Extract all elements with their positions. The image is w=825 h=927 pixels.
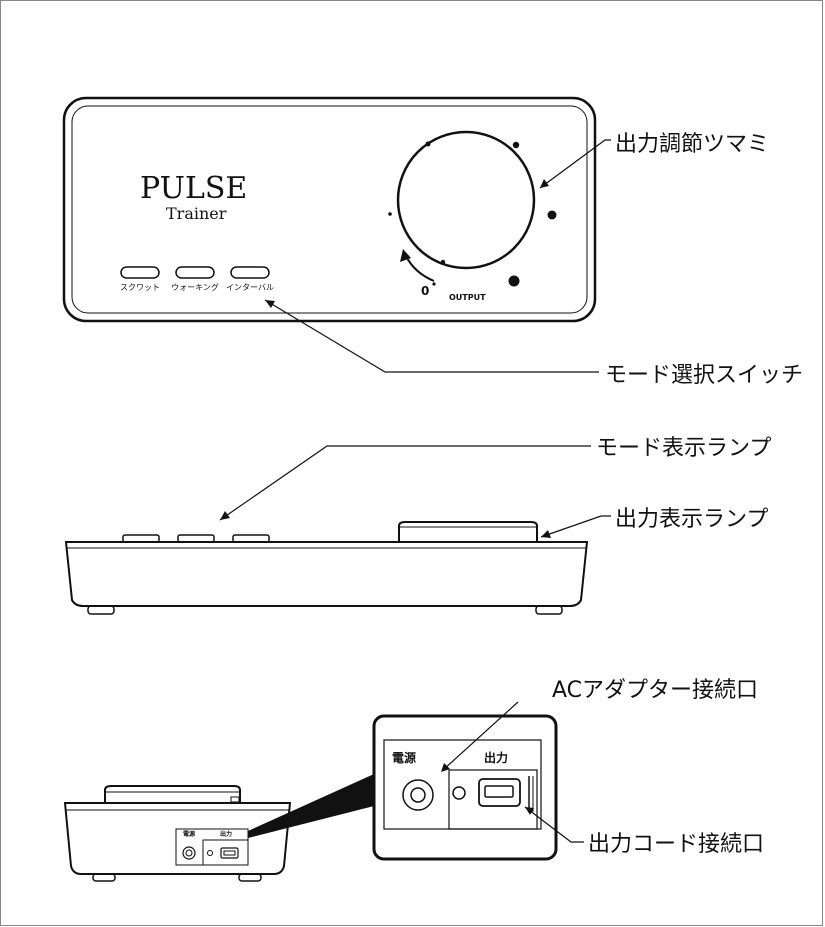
small-usb-port-core: [223, 850, 236, 856]
dial-dot: [425, 141, 431, 147]
front-view: モード表示ランプ 出力表示ランプ: [64, 436, 771, 615]
dial-dot: [508, 275, 520, 287]
leader-arrowhead: [525, 807, 534, 815]
inset-output-frame: [448, 769, 538, 830]
callout-ac-port: ACアダプター接続口: [552, 678, 758, 703]
small-power-label: 電源: [183, 830, 195, 838]
dial-dot: [388, 212, 392, 216]
dial-arrow-arc: [405, 255, 435, 282]
zoom-connector: [248, 774, 374, 838]
device-top-outer: [62, 96, 597, 323]
leader-output-knob: [539, 139, 611, 189]
small-usb-port: [220, 847, 239, 859]
inset-output-led: [452, 786, 466, 800]
leader-mode-lamp: [219, 445, 591, 521]
front-mode-lamp-1: [122, 534, 160, 543]
mode-label-walking: ウォーキング: [171, 282, 219, 292]
leader-arrowhead: [441, 763, 450, 772]
callout-output-knob: 出力調節ツマミ: [615, 132, 769, 157]
dial-zero-label: 0: [421, 284, 429, 298]
dial-dot: [512, 141, 520, 149]
back-foot-left: [92, 873, 116, 882]
front-foot-left: [87, 605, 115, 615]
device-top-inner: [71, 105, 588, 314]
callout-cord-port: 出力コード接続口: [588, 832, 764, 857]
back-foot-right: [238, 873, 262, 882]
leader-arrowhead: [265, 300, 275, 308]
front-mode-lamp-3: [232, 534, 270, 543]
logo-main: PULSE: [140, 171, 247, 206]
callout-output-lamp: 出力表示ランプ: [615, 507, 768, 532]
dial-dot: [440, 259, 446, 265]
inset-power-jack: [402, 779, 434, 811]
inset-output-label: 出力: [484, 750, 508, 765]
leader-ac-port: [442, 701, 519, 771]
front-mode-lamp-2: [177, 534, 215, 543]
back-view: 電源 出力 電源 出力 ACアダプター接続口 出力コード接続口: [63, 678, 764, 882]
leader-mode-switch: [264, 299, 599, 373]
leader-arrowhead: [541, 530, 551, 538]
small-output-label: 出力: [220, 830, 232, 838]
logo-sub: Trainer: [166, 204, 227, 223]
small-output-frame: [202, 839, 249, 866]
back-dial-side: [104, 785, 241, 803]
inset-usb-port: [478, 778, 521, 807]
inset-power-label: 電源: [392, 750, 416, 765]
dial-zero-dot: [432, 282, 436, 286]
callout-mode-lamp: モード表示ランプ: [596, 436, 771, 461]
dial-output-label: OUTPUT: [449, 293, 486, 302]
small-power-jack-core: [185, 849, 193, 857]
device-front-body: [64, 541, 589, 607]
output-dial[interactable]: [396, 130, 536, 270]
leader-cord-port: [524, 806, 584, 843]
inset-usb-port-core: [484, 785, 514, 798]
leader-output-lamp: [540, 515, 611, 538]
small-output-led: [207, 850, 213, 856]
leader-arrowhead: [540, 179, 549, 188]
mode-label-squat: スクワット: [120, 283, 160, 292]
zoom-inset: [372, 714, 558, 861]
mode-label-interval: インターバル: [226, 283, 274, 292]
small-power-jack: [182, 846, 196, 860]
mode-button-squat[interactable]: [120, 266, 160, 279]
mode-button-interval[interactable]: [230, 266, 270, 279]
device-back-body: [63, 802, 292, 875]
dial-arrow-icon: [400, 249, 411, 262]
top-view: PULSE Trainer スクワット ウォーキング インターバル 0 OUTP…: [62, 96, 803, 388]
back-dial-notch: [230, 796, 240, 803]
callout-mode-switch: モード選択スイッチ: [605, 363, 803, 388]
dial-dot: [547, 210, 557, 220]
front-foot-right: [535, 605, 563, 615]
inset-power-jack-core: [410, 787, 426, 803]
front-dial-side: [398, 521, 538, 542]
mode-button-walking[interactable]: [175, 266, 215, 279]
leader-arrowhead: [220, 511, 230, 520]
